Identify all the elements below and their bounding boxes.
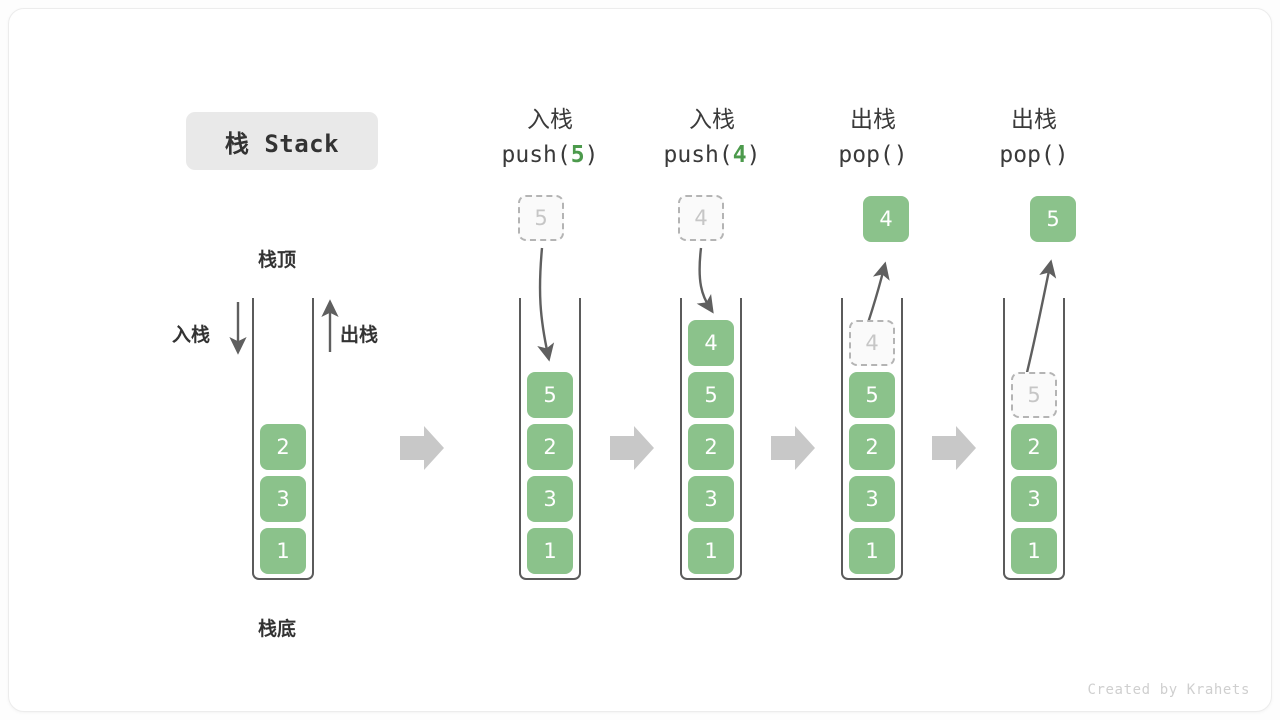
step-header-push-4: 入栈 push(4) (637, 103, 787, 173)
op-suffix: ) (893, 142, 908, 168)
step-stack-container-pop-2 (1003, 298, 1065, 580)
op-prefix: push( (663, 142, 733, 168)
step-header-line1: 入栈 (689, 107, 735, 133)
watermark: Created by Krahets (1087, 682, 1250, 698)
op-suffix: ) (1054, 142, 1069, 168)
op-arg: 4 (732, 142, 747, 168)
base-stack-cell: 1 (260, 528, 306, 574)
incoming-ghost-cell-push-5: 5 (518, 195, 564, 241)
step-header-pop-1: 出栈 pop() (798, 103, 948, 173)
op-suffix: ) (746, 142, 761, 168)
base-stack-cell: 2 (260, 424, 306, 470)
step-header-line1: 出栈 (1011, 107, 1057, 133)
stack-title-badge: 栈 Stack (186, 112, 378, 170)
step-stack-cell: 1 (688, 528, 734, 574)
step-stack-cell: 4 (688, 320, 734, 366)
popped-cell-4: 4 (863, 196, 909, 242)
step-header-op: push(5) (475, 137, 625, 173)
op-suffix: ) (584, 142, 599, 168)
step-header-line1: 出栈 (850, 107, 896, 133)
step-stack-cell: 2 (527, 424, 573, 470)
incoming-ghost-cell-push-4: 4 (678, 195, 724, 241)
step-stack-cell: 3 (849, 476, 895, 522)
stack-bottom-label: 栈底 (258, 618, 297, 640)
step-header-op: pop() (959, 137, 1109, 173)
step-stack-container-push-4 (680, 298, 742, 580)
op-prefix: push( (501, 142, 571, 168)
op-prefix: pop( (999, 142, 1055, 168)
base-stack-container (252, 298, 314, 580)
stack-top-label: 栈顶 (258, 249, 297, 271)
vacated-ghost-cell-5: 5 (1011, 372, 1057, 418)
base-stack-cell: 3 (260, 476, 306, 522)
op-prefix: pop( (838, 142, 894, 168)
step-stack-cell: 5 (849, 372, 895, 418)
step-stack-cell: 2 (1011, 424, 1057, 470)
step-stack-cell: 1 (1011, 528, 1057, 574)
step-stack-cell: 2 (849, 424, 895, 470)
stack-push-label: 入栈 (172, 324, 211, 346)
step-stack-cell: 1 (849, 528, 895, 574)
op-arg: 5 (570, 142, 585, 168)
step-header-pop-2: 出栈 pop() (959, 103, 1109, 173)
step-header-op: pop() (798, 137, 948, 173)
step-stack-cell: 5 (527, 372, 573, 418)
step-stack-cell: 3 (688, 476, 734, 522)
step-stack-cell: 3 (527, 476, 573, 522)
stack-pop-label: 出栈 (340, 324, 379, 346)
step-stack-cell: 5 (688, 372, 734, 418)
step-stack-cell: 3 (1011, 476, 1057, 522)
step-header-push-5: 入栈 push(5) (475, 103, 625, 173)
popped-cell-5: 5 (1030, 196, 1076, 242)
vacated-ghost-cell-4: 4 (849, 320, 895, 366)
step-stack-cell: 1 (527, 528, 573, 574)
step-header-line1: 入栈 (527, 107, 573, 133)
step-header-op: push(4) (637, 137, 787, 173)
step-stack-container-push-5 (519, 298, 581, 580)
step-stack-container-pop-1 (841, 298, 903, 580)
step-stack-cell: 2 (688, 424, 734, 470)
